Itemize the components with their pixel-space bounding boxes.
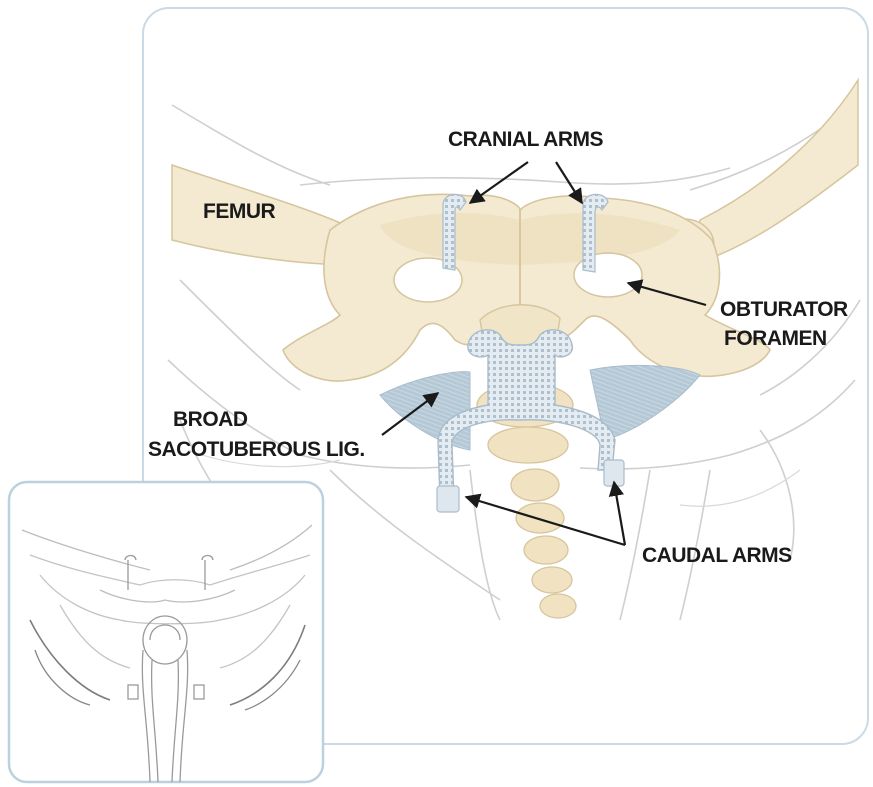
label-cranial-arms: CRANIAL ARMS — [448, 128, 603, 151]
label-caudal-arms: CAUDAL ARMS — [642, 544, 792, 567]
label-broad-line1: BROAD — [173, 408, 248, 431]
label-broad-line2: SACOTUBEROUS LIG. — [148, 438, 365, 461]
inset-panel — [9, 482, 323, 782]
label-obturator-line1: OBTURATOR — [720, 298, 848, 321]
label-obturator-line2: FORAMEN — [724, 327, 827, 350]
label-femur: FEMUR — [203, 200, 275, 223]
